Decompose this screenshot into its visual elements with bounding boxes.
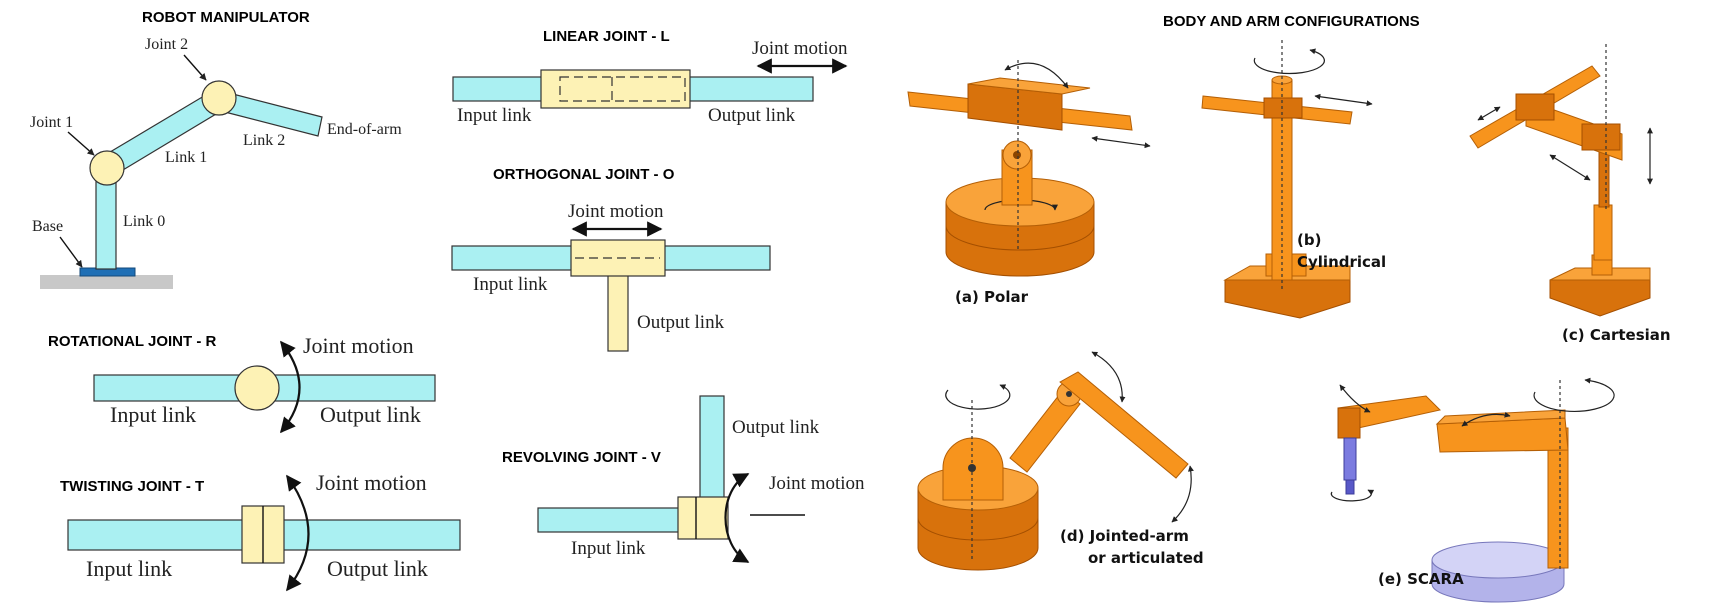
joint1-pointer xyxy=(67,131,95,156)
cartesian-carriage-a xyxy=(1515,93,1555,121)
orthogonal-input-label: Input link xyxy=(473,274,548,295)
twisting-motion-label: Joint motion xyxy=(316,470,427,495)
cylindrical-rotation-arrow xyxy=(1253,48,1325,75)
jointed-wrist-arrow xyxy=(1171,465,1194,523)
cartesian-x-arrow xyxy=(1477,106,1501,121)
link0-label: Link 0 xyxy=(123,213,165,230)
rotational-joint-panel: ROTATIONAL JOINT - R Joint motion Input … xyxy=(48,333,436,434)
twisting-output-label: Output link xyxy=(327,556,428,581)
polar-arm-rotation-arrow xyxy=(1004,62,1069,89)
revolving-motion-label: Joint motion xyxy=(769,473,865,494)
scara-outer-arrow xyxy=(1339,384,1371,413)
orthogonal-joint-panel: ORTHOGONAL JOINT - O Joint motion Input … xyxy=(451,166,771,352)
cartesian-robot: (c) Cartesian xyxy=(1469,44,1671,344)
revolving-joint-panel: REVOLVING JOINT - V Output link Joint mo… xyxy=(502,395,865,563)
revolving-output-label: Output link xyxy=(732,417,820,438)
linear-output-label: Output link xyxy=(708,105,796,126)
joint-2-circle xyxy=(201,80,237,116)
linear-input-label: Input link xyxy=(457,105,532,126)
cylindrical-label-a: (b) xyxy=(1297,231,1321,249)
polar-label: (a) Polar xyxy=(955,288,1029,306)
link2-label: Link 2 xyxy=(243,132,285,149)
twisting-input-label: Input link xyxy=(86,556,172,581)
revolving-input-label: Input link xyxy=(571,538,646,559)
joint2-label: Joint 2 xyxy=(145,36,188,53)
cylindrical-extend-arrow xyxy=(1314,93,1373,107)
linear-inner-slider xyxy=(559,76,686,102)
polar-extend-arrow xyxy=(1091,135,1151,149)
rotational-input-label: Input link xyxy=(110,402,196,427)
base-label: Base xyxy=(32,218,63,235)
revolving-joint-block xyxy=(677,496,729,540)
scara-base-rotation-arrow xyxy=(1533,377,1615,412)
orthogonal-joint-title: ORTHOGONAL JOINT - O xyxy=(493,166,675,183)
rotational-joint-circle xyxy=(234,365,280,411)
jointed-arm-robot: (d) Jointed-arm or articulated xyxy=(917,351,1204,571)
rotational-motion-label: Joint motion xyxy=(303,333,414,358)
rotational-output-label: Output link xyxy=(320,402,421,427)
twisting-motion-arrow xyxy=(286,474,310,592)
base-pointer xyxy=(59,236,83,268)
linear-joint-panel: LINEAR JOINT - L Joint motion Input link… xyxy=(452,28,848,126)
scara-tool-spindle xyxy=(1343,437,1357,481)
rotational-joint-title: ROTATIONAL JOINT - R xyxy=(48,333,216,350)
rotational-motion-arrow xyxy=(280,340,301,434)
joint1-label: Joint 1 xyxy=(30,114,73,131)
twisting-joint-title: TWISTING JOINT - T xyxy=(60,478,204,495)
cylindrical-robot: (b) Cylindrical xyxy=(1201,40,1386,319)
scara-robot: (e) SCARA xyxy=(1330,377,1615,603)
scara-end-block xyxy=(1337,407,1361,439)
scara-elbow-arrow xyxy=(1461,411,1511,427)
cartesian-label: (c) Cartesian xyxy=(1562,326,1671,344)
cylindrical-label-b: Cylindrical xyxy=(1297,253,1386,271)
linear-joint-title: LINEAR JOINT - L xyxy=(543,28,670,45)
joint-1-circle xyxy=(89,150,125,186)
joint2-pointer xyxy=(183,54,207,81)
linear-motion-label: Joint motion xyxy=(752,38,848,59)
jointed-elbow-arrow xyxy=(1091,351,1126,403)
end-of-arm-label: End-of-arm xyxy=(327,121,402,138)
ground-plate xyxy=(40,275,173,289)
jointed-label-b: or articulated xyxy=(1088,549,1204,567)
jointed-base-side xyxy=(917,487,1039,571)
jointed-upper-arm xyxy=(1009,389,1081,473)
polar-robot: (a) Polar xyxy=(907,60,1151,306)
orthogonal-output-link xyxy=(607,273,629,352)
jointed-base-rotation-arrow xyxy=(945,384,1011,410)
orthogonal-output-label: Output link xyxy=(637,312,725,333)
jointed-forearm xyxy=(1059,371,1189,479)
cartesian-carriage-b xyxy=(1581,123,1621,151)
jointed-label-a: (d) Jointed-arm xyxy=(1060,527,1189,545)
link-0-bar xyxy=(95,177,117,270)
link1-label: Link 1 xyxy=(165,149,207,166)
orthogonal-motion-label: Joint motion xyxy=(568,201,664,222)
revolving-motion-arrow xyxy=(724,473,750,563)
revolving-input-link xyxy=(537,507,684,533)
robot-manipulator-panel: ROBOT MANIPULATOR Joint 2 Joint 1 Link 1… xyxy=(30,9,402,289)
manipulator-title: ROBOT MANIPULATOR xyxy=(142,9,310,26)
cartesian-column xyxy=(1593,204,1613,261)
revolving-output-link xyxy=(699,395,725,505)
scara-tool-rotation-arrow xyxy=(1330,489,1375,502)
scara-label: (e) SCARA xyxy=(1378,570,1464,588)
twisting-joint-panel: TWISTING JOINT - T Joint motion Input li… xyxy=(60,470,461,592)
linear-joint-sleeve xyxy=(540,69,691,109)
cartesian-base xyxy=(1549,279,1651,317)
revolving-joint-title: REVOLVING JOINT - V xyxy=(502,449,661,466)
cylindrical-base xyxy=(1224,279,1351,319)
cartesian-y-arrow xyxy=(1549,154,1591,181)
configurations-title: BODY AND ARM CONFIGURATIONS xyxy=(1163,13,1420,30)
cylindrical-carriage xyxy=(1263,97,1303,119)
